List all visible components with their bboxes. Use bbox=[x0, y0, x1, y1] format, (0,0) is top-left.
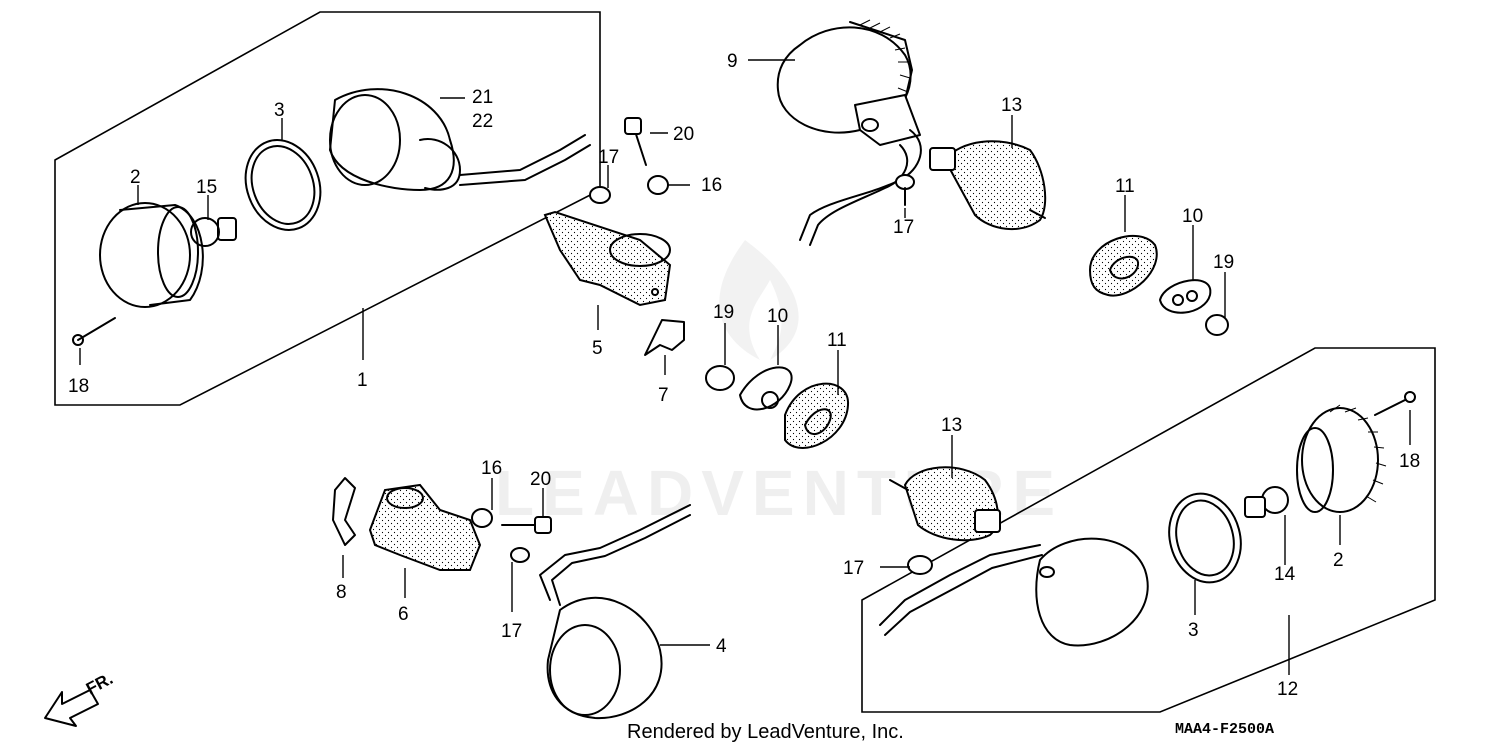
lens-2b-icon bbox=[1296, 404, 1387, 513]
signal-body-4-icon bbox=[539, 504, 691, 720]
callout-2: 2 bbox=[130, 167, 141, 188]
stay-6-icon bbox=[368, 483, 482, 571]
collar-16b-icon bbox=[471, 508, 493, 528]
nut-19b-icon bbox=[1205, 314, 1229, 336]
relay-13b-icon bbox=[889, 466, 1001, 542]
screw-icon bbox=[72, 317, 116, 346]
clip-7-icon bbox=[644, 319, 685, 356]
callout-7: 7 bbox=[658, 385, 669, 406]
front-indicator: FR. bbox=[44, 669, 116, 727]
callout-5: 5 bbox=[592, 338, 603, 359]
rear-left-turn-signal-assembly bbox=[861, 347, 1436, 713]
callout-19: 19 bbox=[713, 302, 734, 323]
rubber-11b-icon bbox=[1088, 235, 1158, 297]
callout-16: 16 bbox=[481, 458, 502, 479]
stay-bracket-5 bbox=[543, 210, 672, 307]
bulb-14-icon bbox=[1244, 486, 1289, 518]
relay-13a-icon bbox=[929, 140, 1047, 231]
callout-18: 18 bbox=[68, 376, 89, 397]
rear-right-turn-signal bbox=[776, 19, 922, 246]
gasket-b-icon bbox=[1168, 492, 1242, 584]
callout-12: 12 bbox=[1277, 679, 1298, 700]
callout-17: 17 bbox=[501, 621, 522, 642]
leader-lines bbox=[79, 59, 1411, 675]
front-right-turn-signal bbox=[332, 477, 691, 720]
plate-10b-icon bbox=[1159, 279, 1212, 314]
front-arrow-icon bbox=[44, 689, 99, 727]
callouts: 2 15 3 21 22 18 1 20 17 16 5 7 19 10 11 … bbox=[68, 51, 1420, 700]
bolt-17c-icon bbox=[510, 547, 530, 563]
credit-text: Rendered by LeadVenture, Inc. bbox=[627, 721, 904, 743]
screw-20a-icon bbox=[624, 117, 647, 166]
housing-icon bbox=[329, 88, 591, 191]
bulb-icon bbox=[190, 217, 237, 247]
bolt-17d-icon bbox=[907, 555, 933, 575]
bolt-17b-icon bbox=[895, 174, 915, 206]
rubber-11a-icon bbox=[784, 382, 850, 449]
callout-8: 8 bbox=[336, 582, 347, 603]
callout-10: 10 bbox=[1182, 206, 1203, 227]
callout-11: 11 bbox=[1115, 176, 1135, 197]
gasket-icon bbox=[244, 139, 322, 231]
lens-icon bbox=[99, 202, 204, 308]
nut-19a-icon bbox=[705, 365, 735, 391]
callout-20: 20 bbox=[673, 124, 694, 145]
callout-17: 17 bbox=[893, 217, 914, 238]
callout-9: 9 bbox=[727, 51, 738, 72]
callout-14: 14 bbox=[1274, 564, 1296, 585]
callout-2: 2 bbox=[1333, 550, 1344, 571]
diagram-code: MAA4-F2500A bbox=[1175, 721, 1274, 738]
bolt-17a-icon bbox=[589, 186, 611, 204]
front-left-turn-signal-assembly bbox=[54, 11, 601, 406]
callout-10: 10 bbox=[767, 306, 788, 327]
callout-3: 3 bbox=[1188, 620, 1199, 641]
collar-16a-icon bbox=[647, 175, 669, 195]
callout-11: 11 bbox=[827, 330, 847, 351]
callout-17: 17 bbox=[598, 147, 619, 168]
callout-15: 15 bbox=[196, 177, 217, 198]
screw-18b-icon bbox=[1374, 391, 1416, 416]
callout-19: 19 bbox=[1213, 252, 1234, 273]
clip-8-icon bbox=[332, 477, 356, 546]
callout-4: 4 bbox=[716, 636, 727, 657]
callout-13: 13 bbox=[941, 415, 962, 436]
plate-10a-icon bbox=[739, 366, 793, 411]
callout-1: 1 bbox=[357, 370, 368, 391]
callout-21: 21 bbox=[472, 87, 493, 108]
callout-6: 6 bbox=[398, 604, 409, 625]
callout-3: 3 bbox=[274, 100, 285, 121]
callout-16: 16 bbox=[701, 175, 722, 196]
callout-17: 17 bbox=[843, 558, 864, 579]
signal-body-icon bbox=[879, 537, 1149, 647]
callout-22: 22 bbox=[472, 111, 493, 132]
callout-20: 20 bbox=[530, 469, 551, 490]
callout-18: 18 bbox=[1399, 451, 1420, 472]
callout-13: 13 bbox=[1001, 95, 1022, 116]
